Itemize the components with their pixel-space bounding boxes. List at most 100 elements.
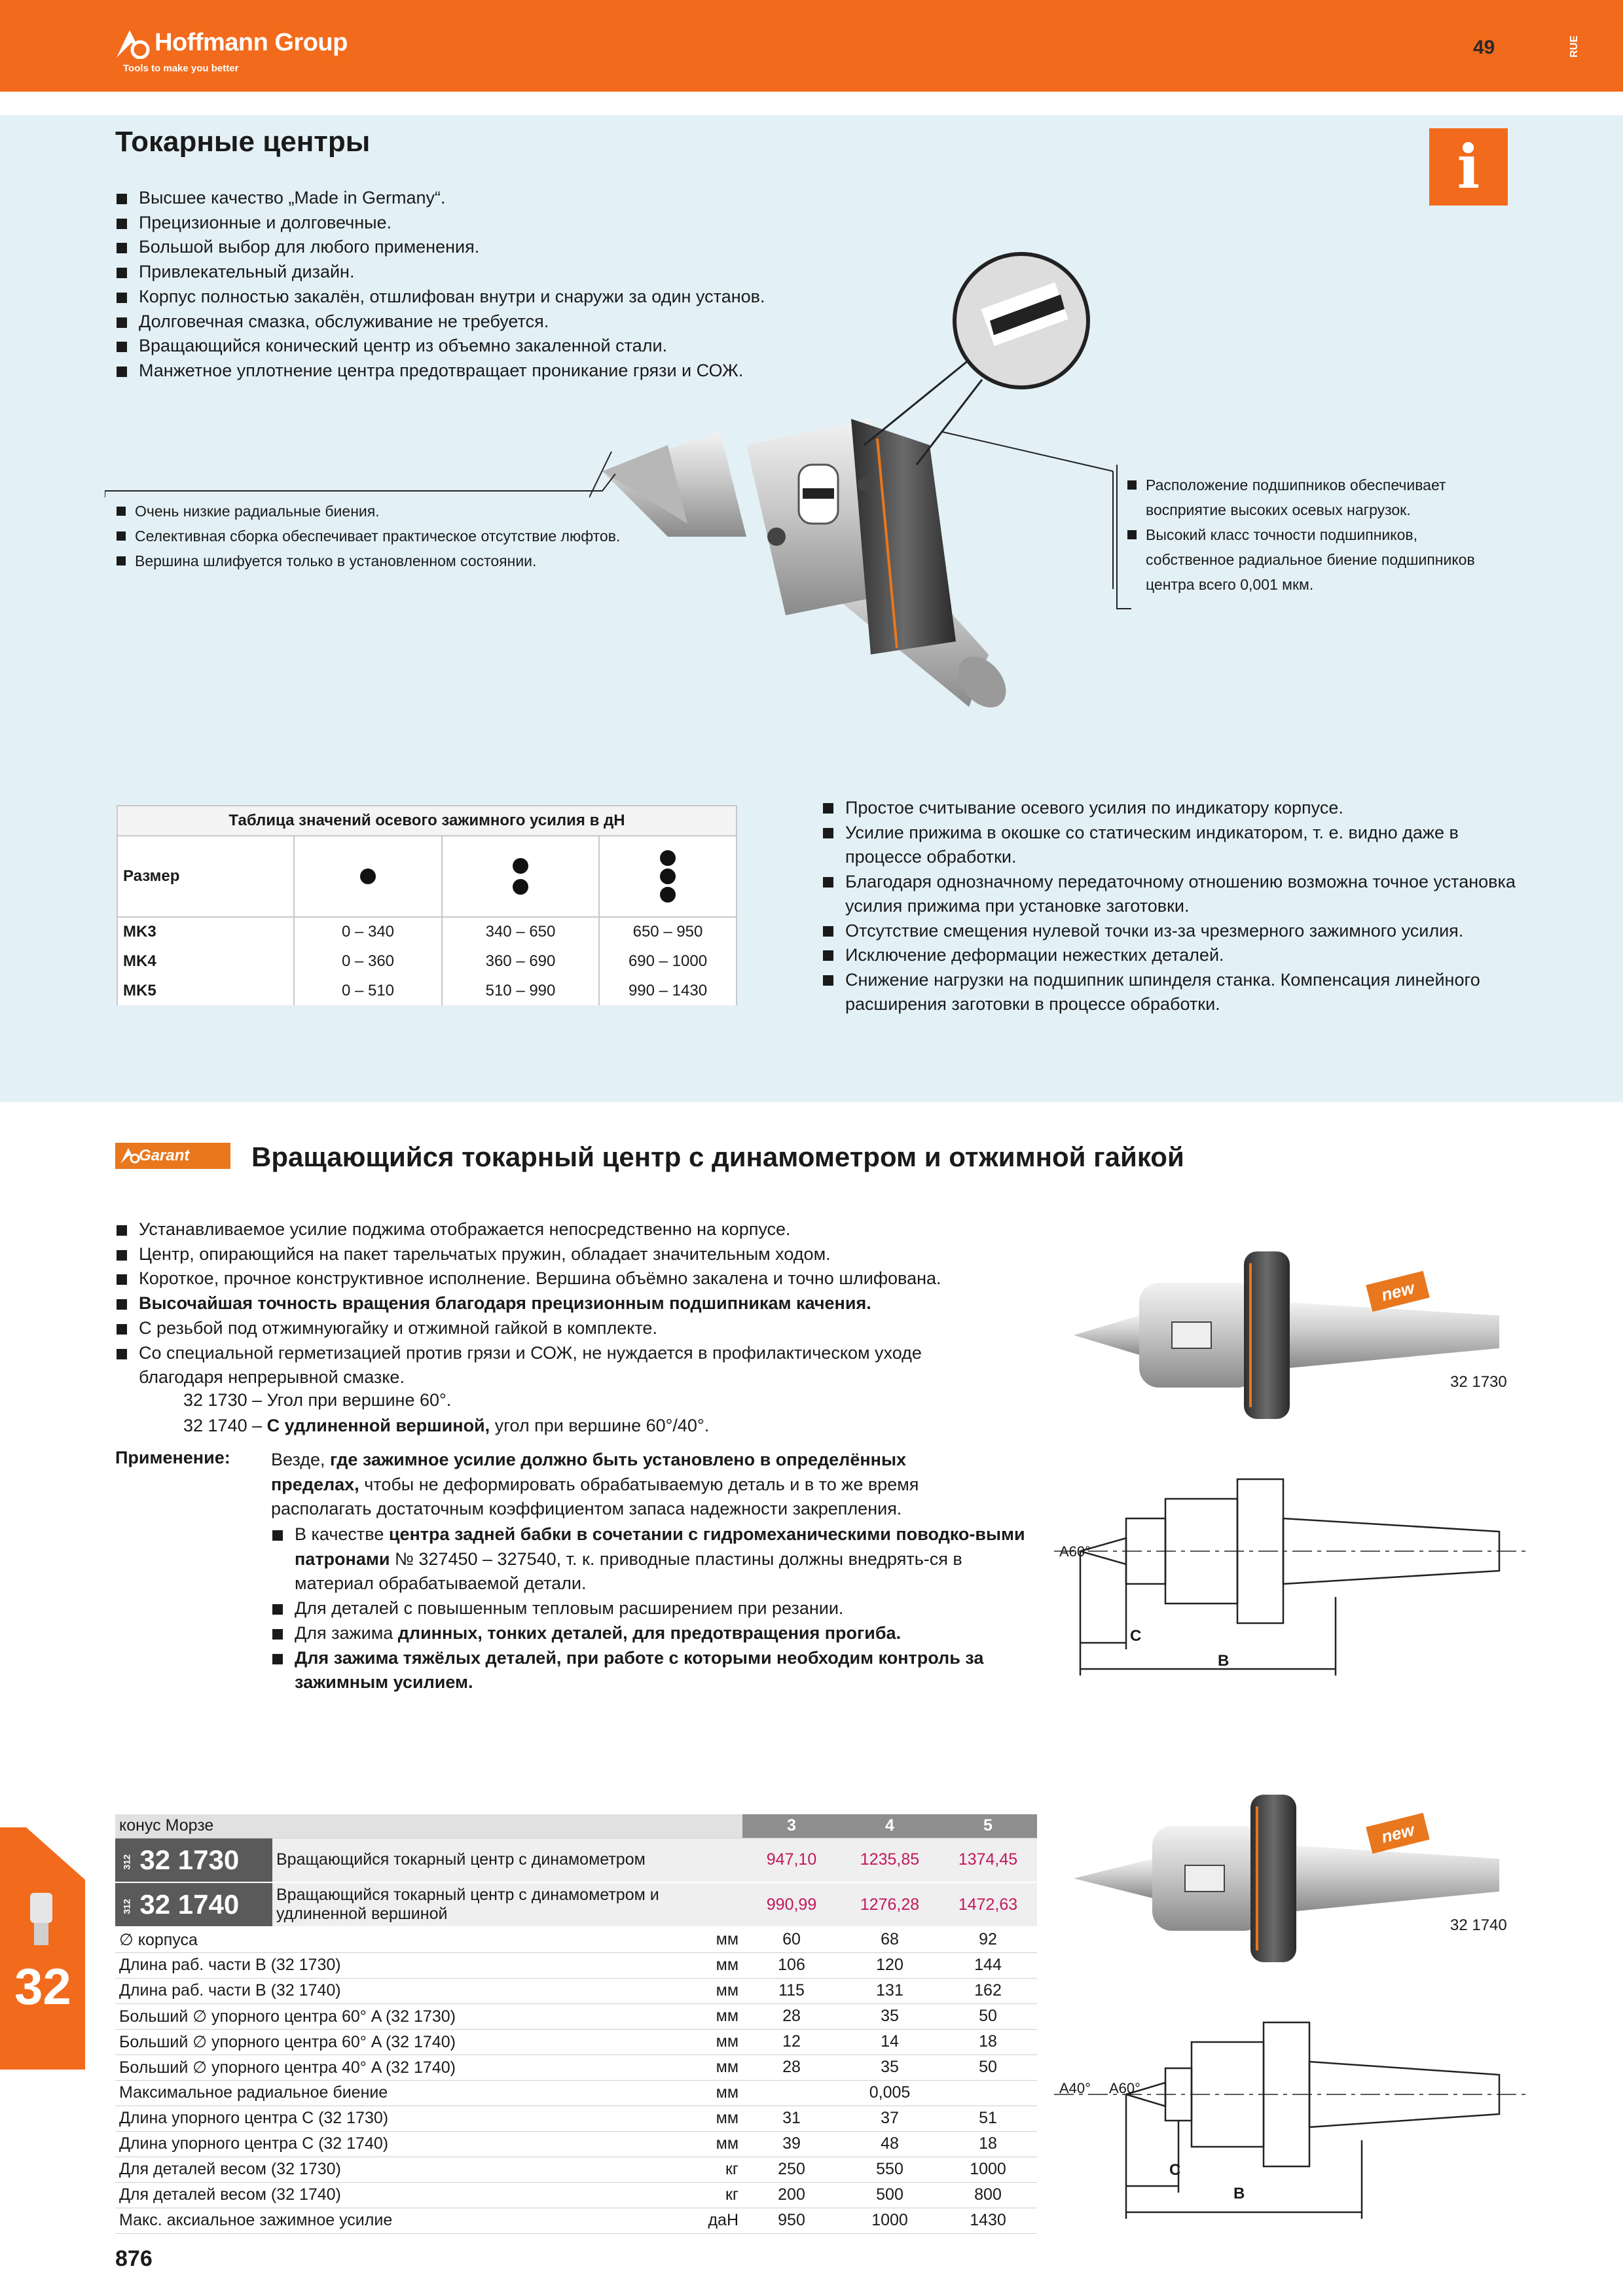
indicator-one-dot bbox=[293, 835, 443, 918]
row-unit: мм bbox=[690, 2080, 742, 2106]
application-text: Везде, где зажимное усилие должно быть у… bbox=[271, 1450, 919, 1519]
list-item: Усилие прижима в окошке со статическим и… bbox=[822, 821, 1516, 870]
indicator-three-dots bbox=[598, 835, 737, 918]
row-label: Для деталей весом (32 1730) bbox=[115, 2157, 690, 2183]
brand-name: Hoffmann Group bbox=[155, 29, 348, 56]
dim-c-label: C bbox=[1169, 2161, 1181, 2179]
list-item: Со специальной герметизацией против гряз… bbox=[115, 1341, 999, 1390]
product-features-list: Устанавливаемое усилие поджима отображае… bbox=[115, 1217, 999, 1390]
list-item: Высочайшая точность вращения благодаря п… bbox=[115, 1291, 999, 1316]
value-cell: 48 bbox=[841, 2131, 939, 2157]
value-cell: 950 bbox=[742, 2208, 841, 2234]
value-cell: 14 bbox=[841, 2029, 939, 2055]
feature-item: Манжетное уплотнение центра предотвращае… bbox=[115, 359, 765, 384]
value-cell: 0,005 bbox=[841, 2080, 939, 2106]
hoffmann-logo-icon bbox=[117, 30, 150, 59]
article-label: 32 1730 bbox=[1450, 1373, 1507, 1391]
value-cell: 115 bbox=[742, 1978, 841, 2004]
row-label: Длина раб. части B (32 1740) bbox=[115, 1978, 690, 2004]
value-cell bbox=[742, 2080, 841, 2106]
value-cell: 92 bbox=[939, 1927, 1037, 1953]
list-item: Устанавливаемое усилие поджима отображае… bbox=[115, 1217, 999, 1242]
dim-a60-label: A60° bbox=[1109, 2080, 1140, 2096]
clamp-table-caption: Таблица значений осевого зажимного усили… bbox=[117, 805, 737, 836]
product-photo-321730 bbox=[1074, 1251, 1499, 1419]
dot-icon bbox=[513, 879, 528, 895]
value-cell: 144 bbox=[939, 1952, 1037, 1979]
note-item: Расположение подшипников обеспечивает во… bbox=[1126, 473, 1493, 522]
price-cell: 990,99 bbox=[742, 1882, 841, 1928]
dim-b-label: B bbox=[1233, 2185, 1245, 2202]
row-unit: мм bbox=[690, 2003, 742, 2030]
row-unit: кг bbox=[690, 2182, 742, 2208]
row-label: Больший ∅ упорного центра 60° A (32 1740… bbox=[115, 2029, 690, 2055]
features-list: Высшее качество „Made in Germany“. Преци… bbox=[115, 186, 765, 384]
language-code: RUE bbox=[1569, 35, 1580, 58]
value-cell: 18 bbox=[939, 2131, 1037, 2157]
page-number-bottom: 876 bbox=[115, 2246, 153, 2271]
feature-item: Привлекательный дизайн. bbox=[115, 260, 765, 285]
technical-drawing-321730 bbox=[1054, 1478, 1525, 1676]
value-cell: 37 bbox=[841, 2106, 939, 2132]
info-icon: i bbox=[1429, 128, 1508, 206]
value-cell: 120 bbox=[841, 1952, 939, 1979]
technical-drawing-321740 bbox=[1054, 2021, 1525, 2219]
table-row: Больший ∅ упорного центра 60° A (32 1730… bbox=[115, 2003, 1037, 2030]
value-cell: 60 bbox=[742, 1927, 841, 1953]
list-item: Благодаря однозначному передаточному отн… bbox=[822, 870, 1516, 919]
list-item: С резьбой под отжимнуюгайку и отжимной г… bbox=[115, 1316, 999, 1341]
application-label: Применение: bbox=[115, 1448, 230, 1467]
note-item: Вершина шлифуется только в установленном… bbox=[115, 548, 620, 573]
value-cell: 131 bbox=[841, 1978, 939, 2004]
indicator-benefits-list: Простое считывание осевого усилия по инд… bbox=[822, 796, 1516, 1017]
table-row: Больший ∅ упорного центра 40° A (32 1740… bbox=[115, 2054, 1037, 2081]
value-cell: 250 bbox=[742, 2157, 841, 2183]
row-unit: мм bbox=[690, 2054, 742, 2081]
value-cell: 162 bbox=[939, 1978, 1037, 2004]
row-unit: кг bbox=[690, 2157, 742, 2183]
callout-bracket-right bbox=[1116, 465, 1131, 609]
list-item: Простое считывание осевого усилия по инд… bbox=[822, 796, 1516, 821]
row-label: Больший ∅ упорного центра 60° A (32 1730… bbox=[115, 2003, 690, 2030]
article-name: Вращающийся токарный центр с динамометро… bbox=[272, 1838, 742, 1883]
row-label: Максимальное радиальное биение bbox=[115, 2080, 690, 2106]
value-cell: 500 bbox=[841, 2182, 939, 2208]
dot-icon bbox=[660, 887, 676, 903]
size-header: Размер bbox=[117, 835, 295, 918]
table-row: MK3 0 – 340 340 – 650 650 – 950 bbox=[117, 917, 737, 946]
callout-bracket-left bbox=[105, 473, 615, 497]
value-cell: 18 bbox=[939, 2029, 1037, 2055]
value-cell: 1000 bbox=[841, 2208, 939, 2234]
note-item: Очень низкие радиальные биения. bbox=[115, 499, 620, 524]
list-item: Для зажима длинных, тонких деталей, для … bbox=[271, 1621, 1030, 1646]
dot-icon bbox=[660, 850, 676, 866]
row-label: ∅ корпуса bbox=[115, 1927, 690, 1953]
row-label: Для деталей весом (32 1740) bbox=[115, 2182, 690, 2208]
garant-badge: Garant bbox=[115, 1143, 230, 1169]
dot-icon bbox=[660, 869, 676, 884]
row-unit: мм bbox=[690, 1927, 742, 1953]
value-cell: 106 bbox=[742, 1952, 841, 1979]
table-row: Больший ∅ упорного центра 60° A (32 1740… bbox=[115, 2029, 1037, 2055]
list-item: Для зажима тяжёлых деталей, при работе с… bbox=[271, 1646, 1030, 1695]
price-cell: 1374,45 bbox=[939, 1838, 1037, 1883]
value-cell: 50 bbox=[939, 2054, 1037, 2081]
page-number-top: 49 bbox=[1473, 37, 1495, 58]
value-cell bbox=[939, 2080, 1037, 2106]
list-item: В качестве центра задней бабки в сочетан… bbox=[271, 1522, 1030, 1596]
indicator-two-dots bbox=[441, 835, 600, 918]
row-label: Длина упорного центра C (32 1740) bbox=[115, 2131, 690, 2157]
value-cell: 200 bbox=[742, 2182, 841, 2208]
list-item: Отсутствие смещения нулевой точки из-за … bbox=[822, 919, 1516, 944]
